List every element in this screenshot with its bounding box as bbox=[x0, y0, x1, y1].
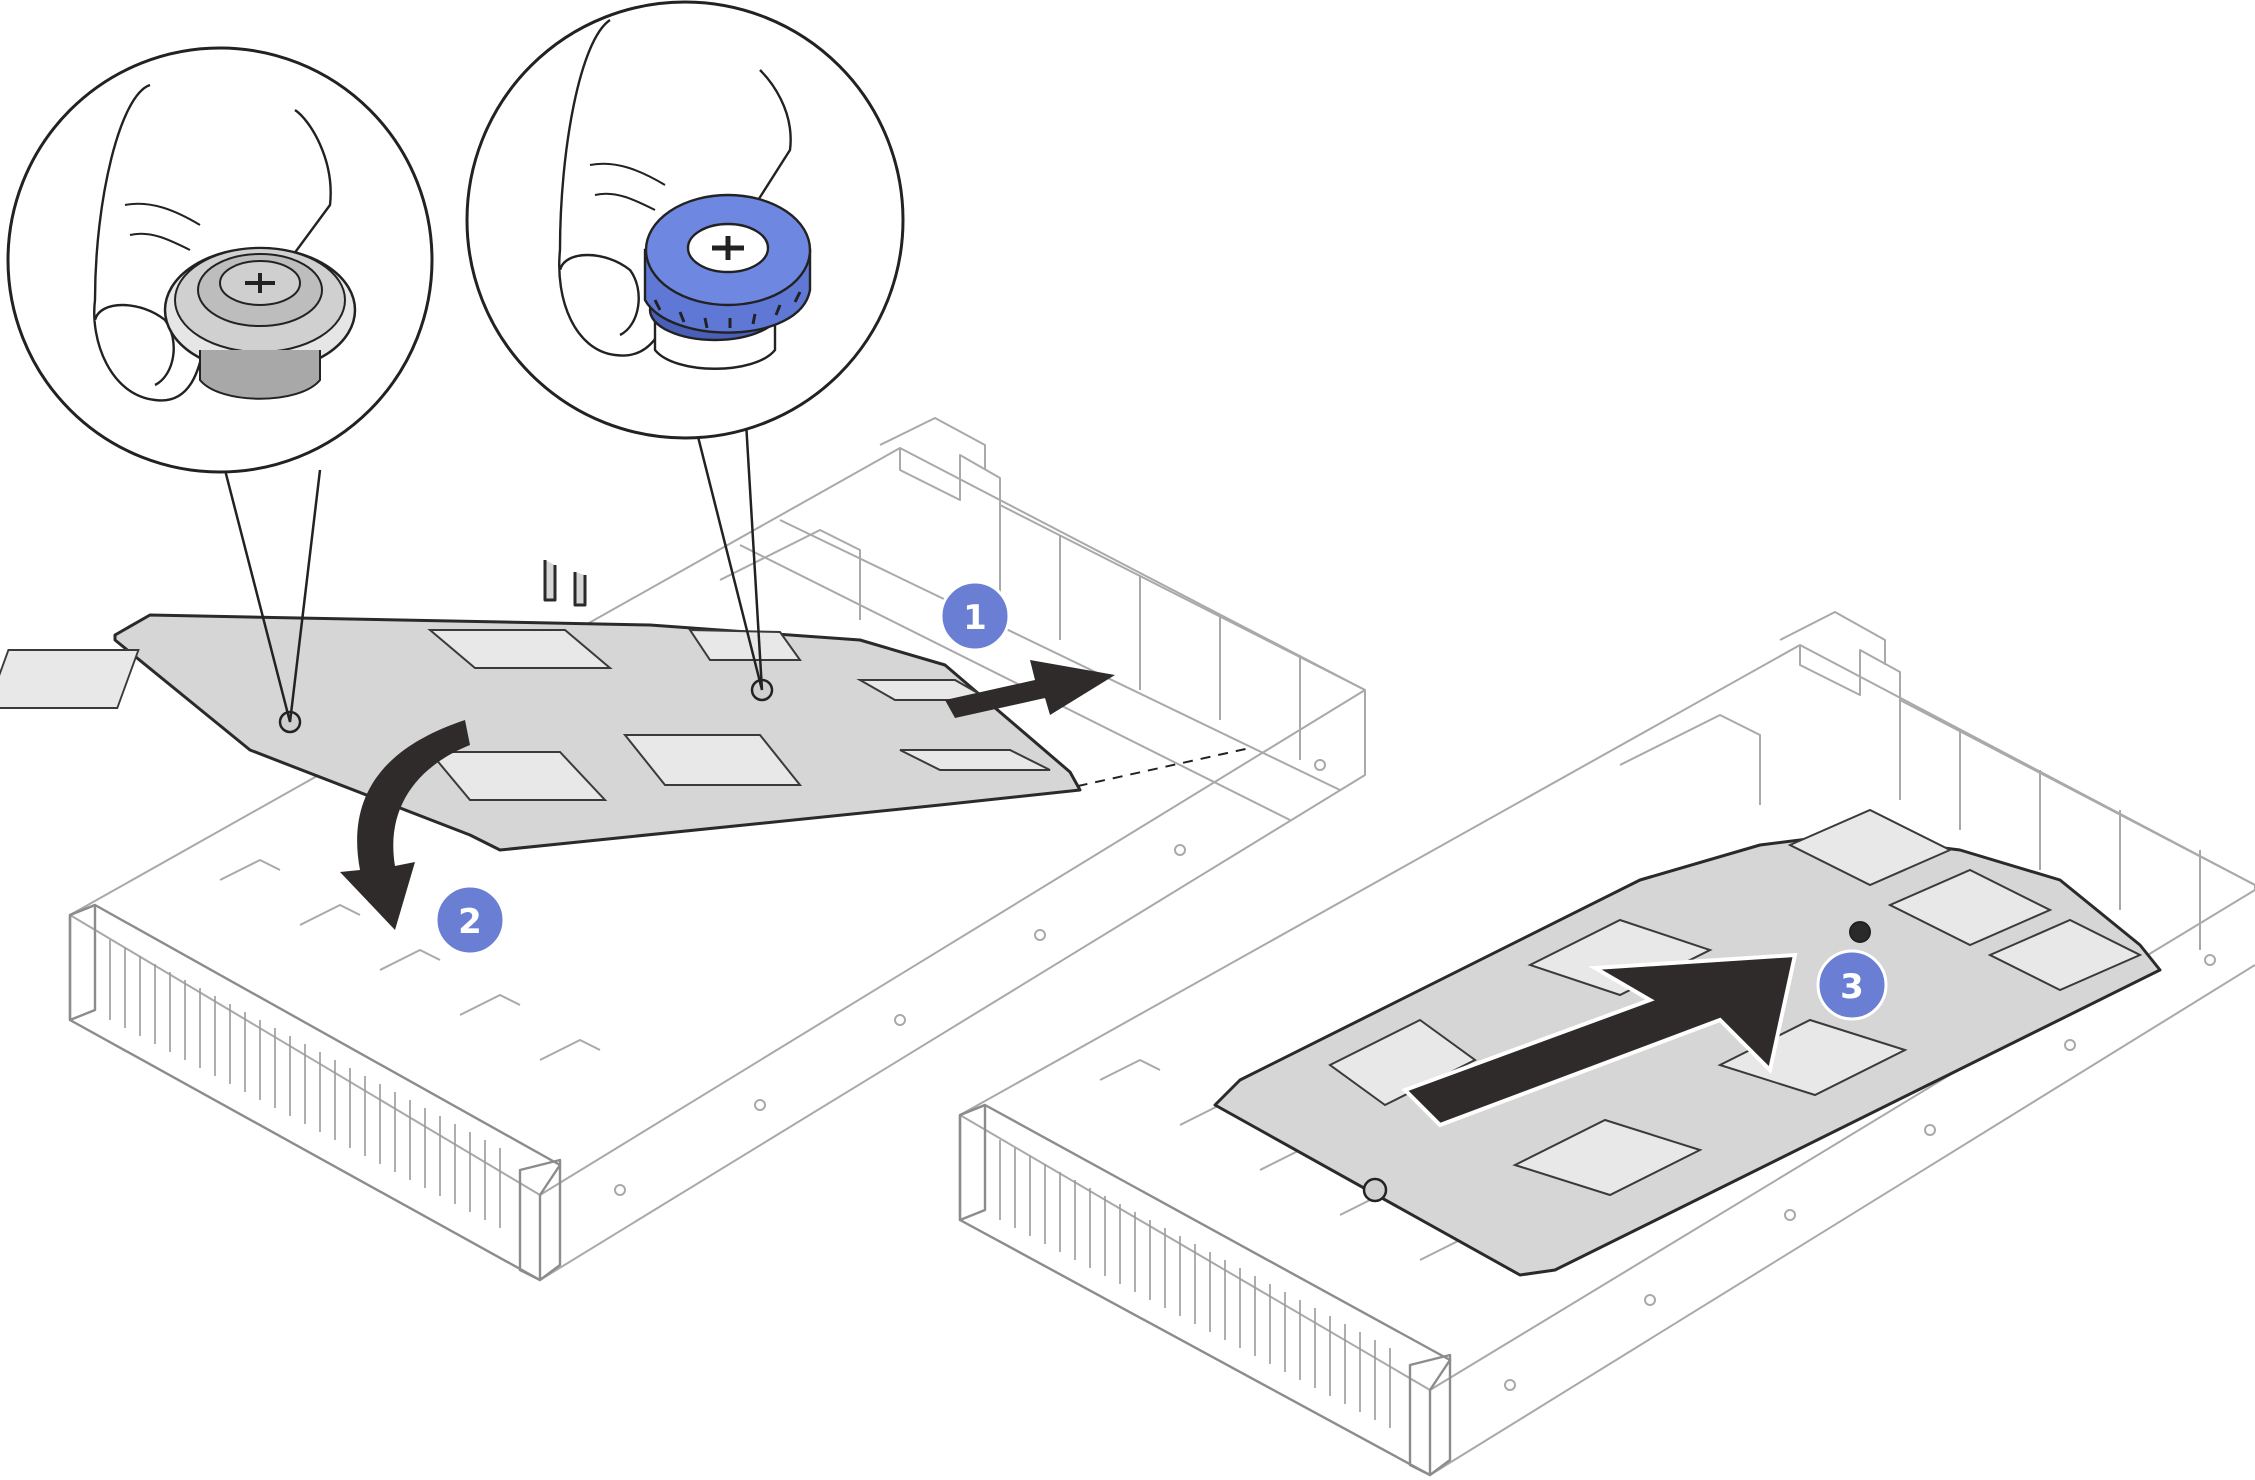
left-board-cpu3 bbox=[427, 751, 608, 801]
left-system-board bbox=[0, 560, 1082, 852]
right-drive-bays bbox=[999, 1140, 1391, 1428]
step-number-3: 3 bbox=[1840, 967, 1864, 1007]
installed-guide-pin-icon bbox=[1362, 1177, 1388, 1203]
arrow-right-icon-large bbox=[1401, 952, 1798, 1128]
right-side-holes bbox=[1504, 954, 2216, 1391]
right-board-cpu1 bbox=[1328, 1018, 1477, 1107]
left-board-handles bbox=[543, 560, 587, 607]
step-badge-2: 2 bbox=[434, 884, 506, 956]
left-side-holes bbox=[614, 759, 1326, 1196]
installed-thumbscrew-icon bbox=[1849, 921, 1871, 943]
right-board-cpu2 bbox=[1527, 918, 1713, 997]
left-board-slot2 bbox=[899, 749, 1051, 771]
callout-guide-pin bbox=[6, 46, 434, 723]
right-board-slot3 bbox=[1987, 918, 2143, 992]
right-board-slot2 bbox=[1887, 868, 2053, 947]
right-board-cpu4 bbox=[1717, 1018, 1908, 1097]
step-badge-1: 1 bbox=[939, 580, 1011, 652]
step-number-1: 1 bbox=[963, 598, 987, 638]
step-number-2: 2 bbox=[458, 902, 482, 942]
right-system-board bbox=[1213, 808, 2162, 1277]
callout-thumbscrew bbox=[465, 0, 905, 691]
left-board-cpu4 bbox=[622, 734, 803, 786]
left-chassis bbox=[68, 417, 1366, 1282]
guide-pin-icon bbox=[163, 246, 357, 400]
right-board-cpu3 bbox=[1512, 1118, 1703, 1197]
step-badge-3: 3 bbox=[1816, 949, 1888, 1021]
arrow-right-icon bbox=[945, 660, 1115, 718]
right-board-slot1 bbox=[1787, 808, 1953, 887]
left-board-cpu1 bbox=[0, 649, 140, 709]
left-drive-bays bbox=[109, 940, 501, 1228]
thumbscrew-icon bbox=[643, 193, 812, 370]
left-board-slot3 bbox=[688, 628, 802, 661]
left-board-cpu2 bbox=[427, 629, 613, 669]
arrow-curved-down-icon bbox=[340, 720, 470, 930]
